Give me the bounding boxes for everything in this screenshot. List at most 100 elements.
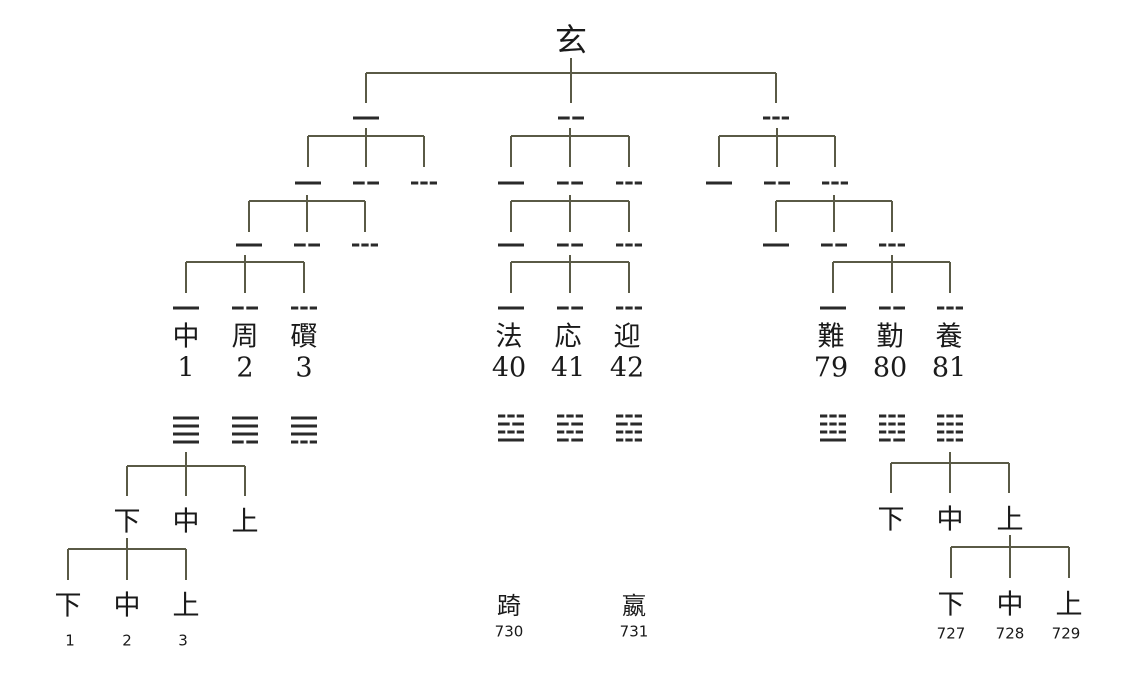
line-segment [634,438,642,442]
line-segment [955,430,963,434]
triple-broken-line-mark [411,181,437,185]
triple-broken-line-mark [879,430,905,434]
line-segment [557,430,565,434]
verse-index: 1 [65,631,75,650]
position-label-upper: 上 [172,590,200,622]
solid-line-mark [706,181,732,185]
line-segment [557,181,569,185]
line-segment [835,243,847,247]
line-segment [498,243,524,247]
position-label-middle: 中 [936,504,964,536]
line-segment [246,440,258,444]
extra-verse-char: 嬴 [622,592,646,620]
line-segment [558,116,570,120]
triple-broken-line-mark [763,116,789,120]
triple-broken-line-mark [616,438,642,442]
line-segment [572,116,584,120]
line-segment [575,414,583,418]
tetragram-number: 3 [295,352,313,384]
broken-line-mark [879,438,905,442]
solid-line-mark [820,306,846,310]
solid-line-mark [173,424,199,428]
line-segment [634,306,642,310]
broken-line-mark [558,116,584,120]
triple-broken-line-mark [557,430,583,434]
verse-index: 729 [1051,624,1081,643]
line-segment [498,422,510,426]
line-segment [763,116,771,120]
line-segment [232,440,244,444]
position-label-upper: 上 [231,506,259,538]
line-segment [571,422,583,426]
line-segment [937,430,945,434]
broken-line-mark [557,422,583,426]
line-segment [893,438,905,442]
line-segment [946,430,954,434]
line-segment [625,243,633,247]
line-segment [937,306,945,310]
line-segment [946,414,954,418]
line-segment [630,422,642,426]
line-segment [831,181,839,185]
tetragram-char: 周 [231,321,259,353]
line-segment [897,414,905,418]
position-label-upper: 上 [996,504,1024,536]
line-segment [309,306,317,310]
line-segment [232,306,244,310]
line-segment [879,306,891,310]
solid-line-mark [353,116,379,120]
line-segment [829,430,837,434]
line-segment [516,414,524,418]
triple-broken-line-mark [820,430,846,434]
line-segment [897,243,905,247]
line-segment [888,422,896,426]
line-segment [429,181,437,185]
line-segment [616,306,624,310]
broken-line-mark [353,181,379,185]
tetragram-char: 礥 [290,321,318,353]
tetragram-number: 1 [177,352,195,384]
line-segment [820,422,828,426]
line-segment [571,243,583,247]
line-segment [879,438,891,442]
triple-broken-line-mark [616,243,642,247]
triple-broken-line-mark [937,430,963,434]
line-segment [625,438,633,442]
extra-verse-number: 731 [619,622,649,641]
line-segment [616,438,624,442]
line-segment [516,430,524,434]
broken-line-mark [764,181,790,185]
extra-verse-number: 730 [494,622,524,641]
line-segment [616,422,628,426]
solid-line-mark [236,243,262,247]
triple-broken-line-mark [291,306,317,310]
tetragram-number: 80 [872,352,908,384]
line-segment [838,430,846,434]
line-segment [946,438,954,442]
line-segment [772,116,780,120]
line-segment [370,243,378,247]
line-segment [173,432,199,436]
line-segment [575,430,583,434]
line-segment [625,430,633,434]
line-segment [820,438,846,442]
line-segment [879,422,887,426]
line-segment [888,243,896,247]
line-segment [955,414,963,418]
line-segment [367,181,379,185]
line-segment [888,414,896,418]
line-segment [295,181,321,185]
triple-broken-line-mark [822,181,848,185]
broken-line-mark [557,243,583,247]
line-segment [955,306,963,310]
line-segment [937,422,945,426]
line-segment [634,414,642,418]
broken-line-mark [616,422,642,426]
triple-broken-line-mark [498,414,524,418]
solid-line-mark [173,416,199,420]
line-segment [361,243,369,247]
line-segment [829,414,837,418]
position-label-lower: 下 [113,506,141,538]
line-segment [625,181,633,185]
line-segment [300,306,308,310]
